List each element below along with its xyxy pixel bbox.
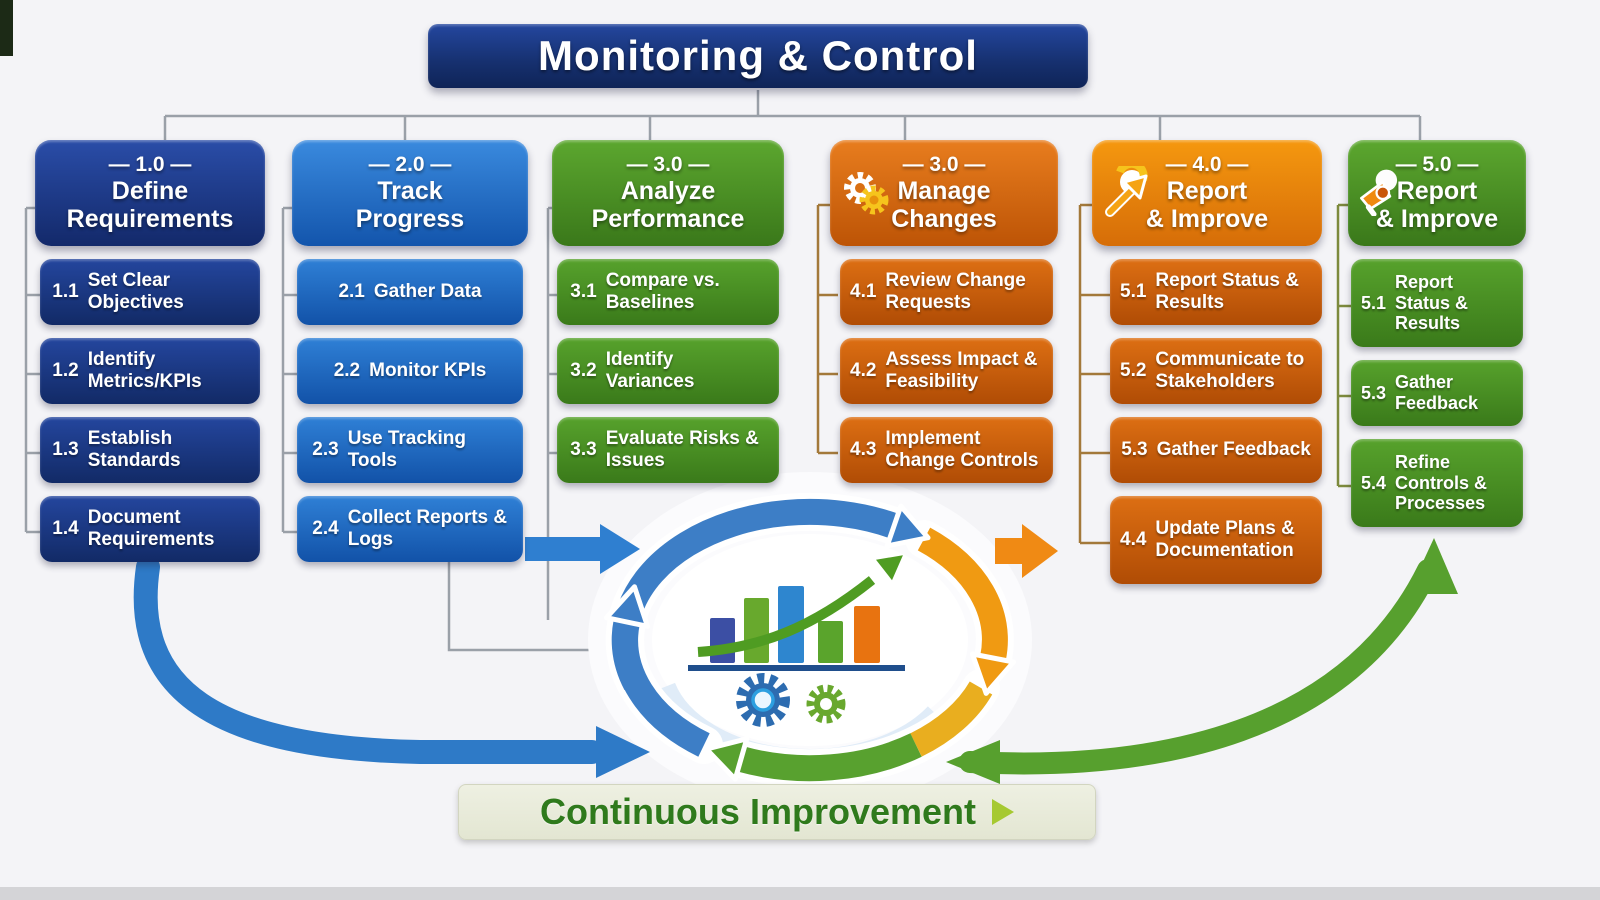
column-1-tag: — 1.0 — [108, 153, 192, 176]
node-6-5-1: 5.1 Report Status & Results [1351, 259, 1523, 347]
column-5-header: — 4.0 — Report & Improve [1092, 140, 1322, 246]
column-4-tag: — 3.0 — [902, 153, 986, 176]
page-title-text: Monitoring & Control [538, 32, 978, 79]
cycle-head-orange [969, 651, 1017, 696]
column-2-tag: — 2.0 — [368, 153, 452, 176]
node-2-4: 2.4 Collect Reports & Logs [297, 496, 523, 562]
column-1-title: Define Requirements [66, 177, 234, 233]
column-4-title: Manage Changes [891, 177, 997, 233]
node-5-1: 5.1 Report Status & Results [1110, 259, 1322, 325]
node-2-2: 2.2 Monitor KPIs [297, 338, 523, 404]
arrow-from-track-progress [525, 524, 640, 574]
column-5-connector [1078, 203, 1110, 545]
cycle-graphic [588, 472, 1032, 808]
gears-icon [838, 166, 894, 222]
feedback-arrow-green [946, 538, 1458, 784]
cycle-arrow-orange-right [917, 527, 1008, 661]
gear-icon-blue [736, 673, 790, 727]
column-6-connector [1336, 203, 1351, 488]
column-analyze-performance: — 3.0 — Analyze Performance 3.1 Compare … [552, 140, 784, 483]
continuous-improvement-banner: Continuous Improvement [458, 784, 1096, 840]
cycle-head-green [703, 736, 750, 782]
column-3-connector [546, 206, 557, 620]
column-define-requirements: — 1.0 — Define Requirements 1.1 Set Clea… [35, 140, 265, 562]
column-1-header: — 1.0 — Define Requirements [35, 140, 265, 246]
node-2-3: 2.3 Use Tracking Tools [297, 417, 523, 483]
node-3-3: 3.3 Evaluate Risks & Issues [557, 417, 779, 483]
node-3-1: 3.1 Compare vs. Baselines [557, 259, 779, 325]
column-manage-changes: — 3.0 — Manage Changes 4.1 Review Change… [830, 140, 1058, 483]
node-6-5-4: 5.4 Refine Controls & Processes [1351, 439, 1523, 527]
node-1-1: 1.1 Set Clear Objectives [40, 259, 260, 325]
title-connector-tree [163, 90, 1422, 143]
arrow-to-report-improve [995, 524, 1058, 578]
node-4-3: 4.3 Implement Change Controls [840, 417, 1053, 483]
megaphone-icon [1356, 166, 1412, 222]
column-4-header: — 3.0 — Manage Changes [830, 140, 1058, 246]
column-track-progress: — 2.0 — Track Progress 2.1 Gather Data 2… [292, 140, 528, 562]
node-4-1: 4.1 Review Change Requests [840, 259, 1053, 325]
node-3-2: 3.2 Identify Variances [557, 338, 779, 404]
column-5-tag: — 4.0 — [1165, 153, 1249, 176]
page-title: Monitoring & Control [428, 24, 1088, 88]
center-feed-line [447, 562, 612, 652]
node-4-2: 4.2 Assess Impact & Feasibility [840, 338, 1053, 404]
node-2-1: 2.1 Gather Data [297, 259, 523, 325]
column-5-title: Report & Improve [1145, 177, 1269, 233]
image-corner-artifact [0, 0, 13, 56]
node-6-5-3: 5.3 Gather Feedback [1351, 360, 1523, 426]
column-1-connector [24, 206, 40, 534]
column-6-header: — 5.0 — Report & Improve [1348, 140, 1526, 246]
banner-label: Continuous Improvement [539, 791, 976, 832]
column-3-header: — 3.0 — Analyze Performance [552, 140, 784, 246]
gear-icon-green [806, 684, 846, 724]
node-5-3: 5.3 Gather Feedback [1110, 417, 1322, 483]
node-4-4: 4.4 Update Plans & Documentation [1110, 496, 1322, 584]
node-5-2: 5.2 Communicate to Stakeholders [1110, 338, 1322, 404]
column-report-improve-orange: — 4.0 — Report & Improve 5.1 Report Stat… [1092, 140, 1322, 584]
column-2-title: Track Progress [355, 177, 465, 233]
node-1-4: 1.4 Document Requirements [40, 496, 260, 562]
cycle-head-blue-top [884, 503, 931, 549]
node-1-2: 1.2 Identify Metrics/KPIs [40, 338, 260, 404]
column-3-tag: — 3.0 — [626, 153, 710, 176]
column-2-header: — 2.0 — Track Progress [292, 140, 528, 246]
column-2-connector [281, 206, 297, 534]
feedback-arrow-blue [133, 555, 650, 778]
cycle-arrow-blue-left [612, 619, 710, 757]
column-4-connector [816, 203, 838, 455]
column-3-title: Analyze Performance [591, 177, 745, 233]
image-bottom-strip [0, 887, 1600, 900]
banner-arrow-icon [992, 799, 1014, 825]
growth-arrow-icon [697, 555, 903, 657]
cycle-arrow-orange-lower [910, 681, 993, 757]
column-6-tag: — 5.0 — [1395, 153, 1479, 176]
node-1-3: 1.3 Establish Standards [40, 417, 260, 483]
column-6-title: Report & Improve [1375, 177, 1499, 233]
cursor-icon [1100, 159, 1156, 222]
cycle-head-blue-left [603, 584, 651, 629]
cycle-arrow-green-bottom [737, 733, 922, 782]
column-report-improve-green: — 5.0 — Report & Improve 5.1 Report Stat… [1348, 140, 1526, 527]
